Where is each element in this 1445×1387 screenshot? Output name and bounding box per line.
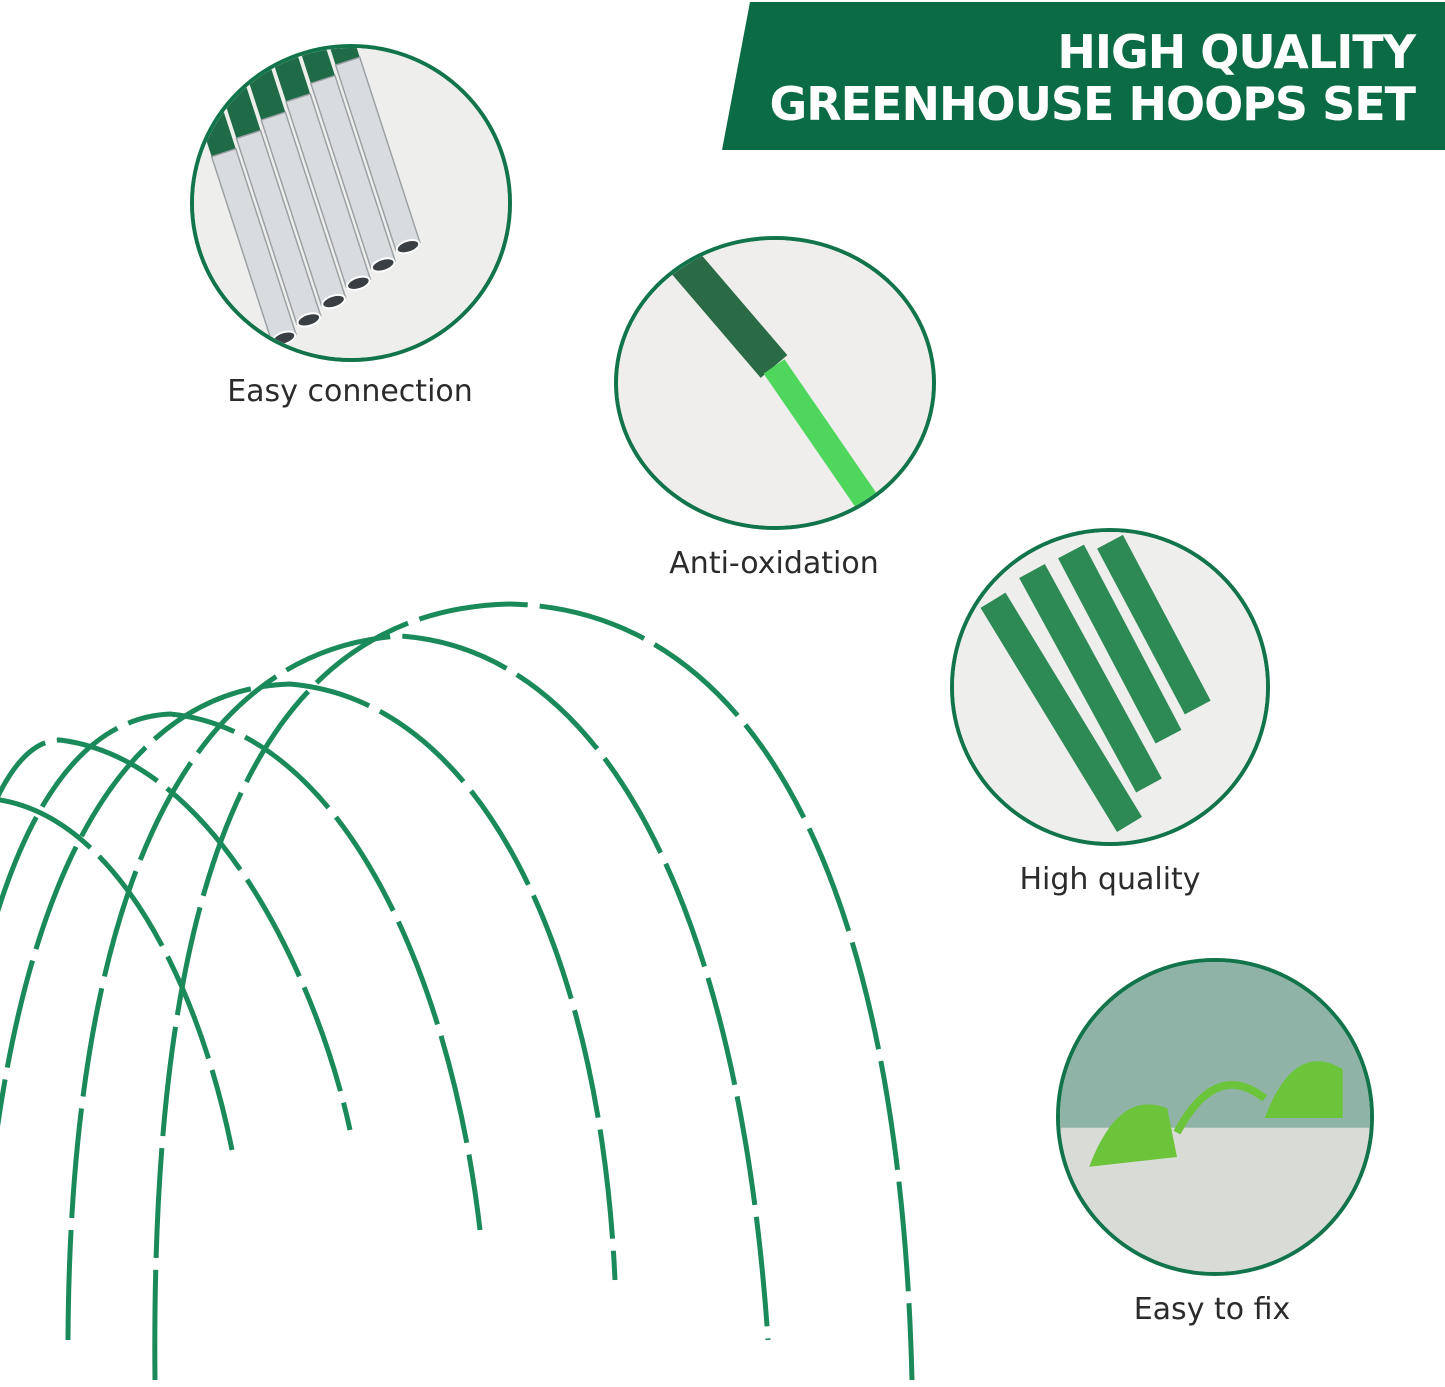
- silver-tubes-image: [190, 44, 512, 362]
- coated-rod-image: [614, 236, 936, 530]
- green-rods-image: [950, 528, 1270, 846]
- feature-caption: Anti-oxidation: [669, 546, 879, 581]
- banner-background: [722, 2, 1445, 150]
- title-banner: HIGH QUALITY GREENHOUSE HOOPS SET: [722, 2, 1445, 150]
- clips-image: [1056, 958, 1374, 1276]
- feature-caption: Easy to fix: [1133, 1292, 1291, 1327]
- hoops-illustration: [0, 590, 960, 1387]
- banner-title-line-2: GREENHOUSE HOOPS SET: [769, 77, 1416, 131]
- feature-caption: Easy connection: [227, 374, 473, 409]
- banner-title: HIGH QUALITY GREENHOUSE HOOPS SET: [769, 25, 1416, 131]
- greenhouse-hoops-arches: [0, 601, 915, 1381]
- banner-title-line-1: HIGH QUALITY: [1057, 25, 1416, 79]
- feature-caption: High quality: [1019, 862, 1201, 897]
